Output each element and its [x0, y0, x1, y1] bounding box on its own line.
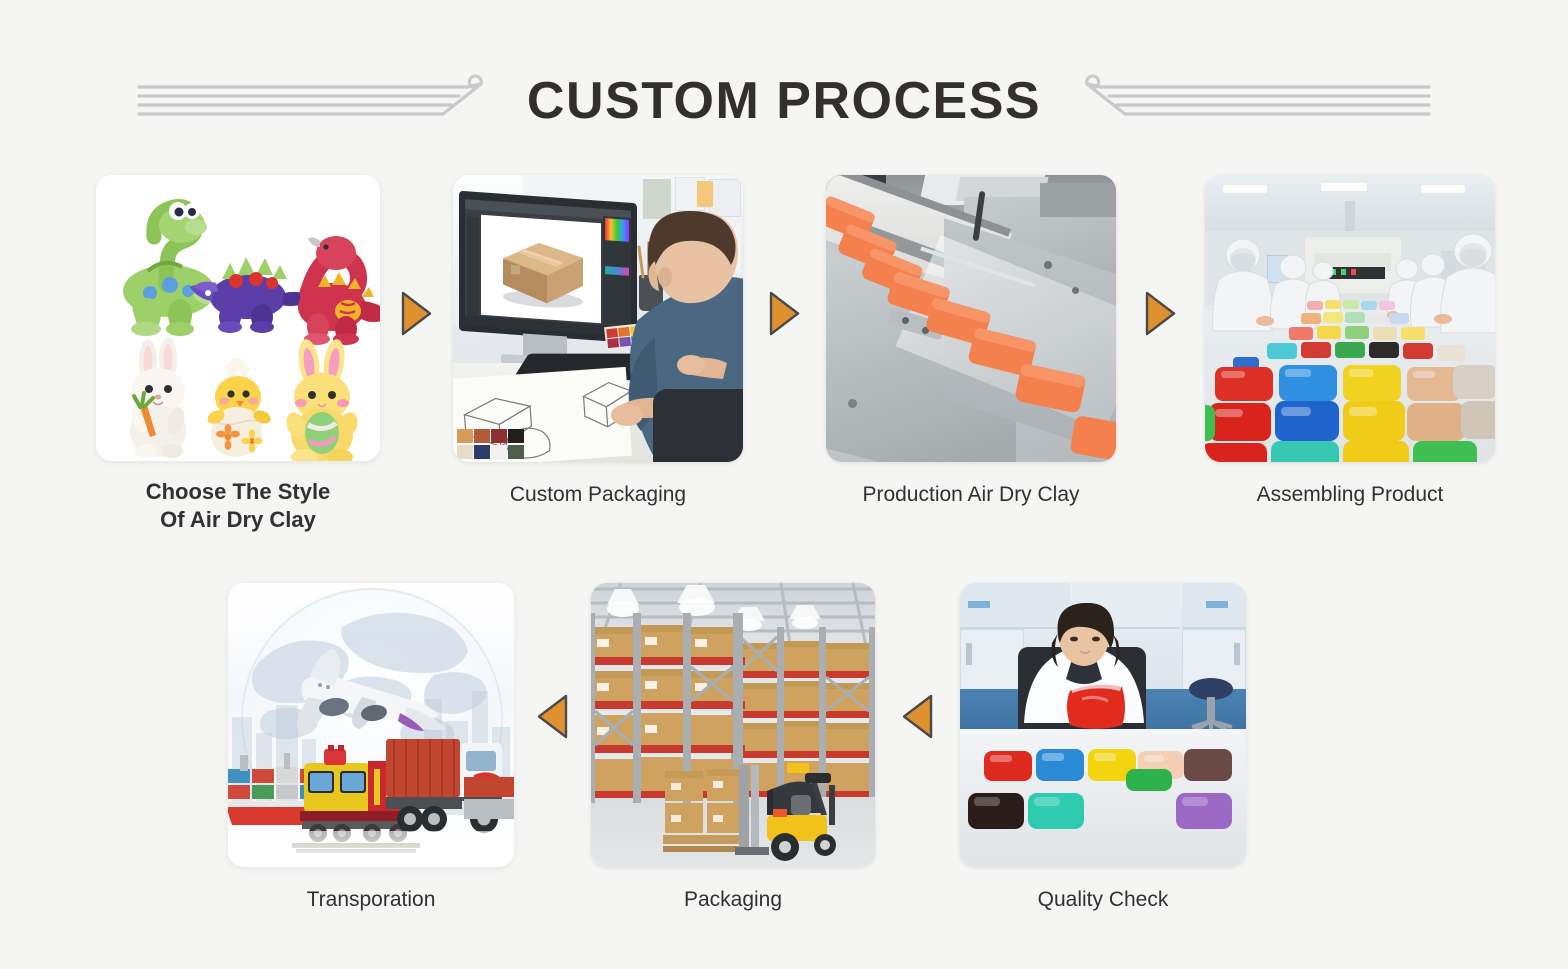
clay-production-line-photo — [826, 175, 1116, 462]
process-step-1[interactable]: Choose The Style Of Air Dry Clay — [96, 175, 380, 534]
step-caption: Custom Packaging — [509, 483, 687, 506]
arrow-left-2-icon — [901, 693, 934, 740]
process-step-2[interactable]: Custom Packaging — [453, 175, 743, 509]
page-header: CUSTOM PROCESS — [0, 58, 1568, 144]
step-caption: Transporation — [306, 888, 436, 911]
process-step-5[interactable]: Quality Check — [960, 583, 1246, 914]
decorative-flourish-left-icon — [137, 70, 501, 132]
arrow-right-1-icon — [400, 290, 433, 337]
packaging-designer-photo — [453, 175, 743, 462]
arrow-right-2-icon — [768, 290, 801, 337]
step-caption: Assembling Product — [1256, 483, 1444, 506]
page-title: CUSTOM PROCESS — [527, 71, 1041, 131]
decorative-flourish-right-icon — [1067, 70, 1431, 132]
page-title-word-2: PROCESS — [776, 72, 1042, 130]
assembly-cleanroom-photo — [1205, 175, 1495, 462]
process-step-6[interactable]: Packaging — [591, 583, 875, 914]
process-row-1: Choose The Style Of Air Dry Clay — [96, 175, 1495, 534]
page-title-word-1: CUSTOM — [526, 72, 761, 130]
process-step-7[interactable]: Transporation — [228, 583, 514, 914]
warehouse-packaging-photo — [591, 583, 875, 867]
arrow-left-1-icon — [536, 693, 569, 740]
step-caption: Quality Check — [1037, 888, 1169, 911]
step-caption: Production Air Dry Clay — [862, 483, 1080, 506]
transportation-photo — [228, 583, 514, 867]
process-row-2: Transporation — [228, 583, 1246, 914]
clay-figurines-photo — [96, 175, 380, 461]
process-step-3[interactable]: Production Air Dry Clay — [826, 175, 1116, 509]
step-caption: Choose The Style Of Air Dry Clay — [145, 479, 331, 532]
process-step-4[interactable]: Assembling Product — [1205, 175, 1495, 509]
step-caption: Packaging — [683, 888, 783, 911]
arrow-right-3-icon — [1144, 290, 1177, 337]
quality-check-photo — [960, 583, 1246, 867]
